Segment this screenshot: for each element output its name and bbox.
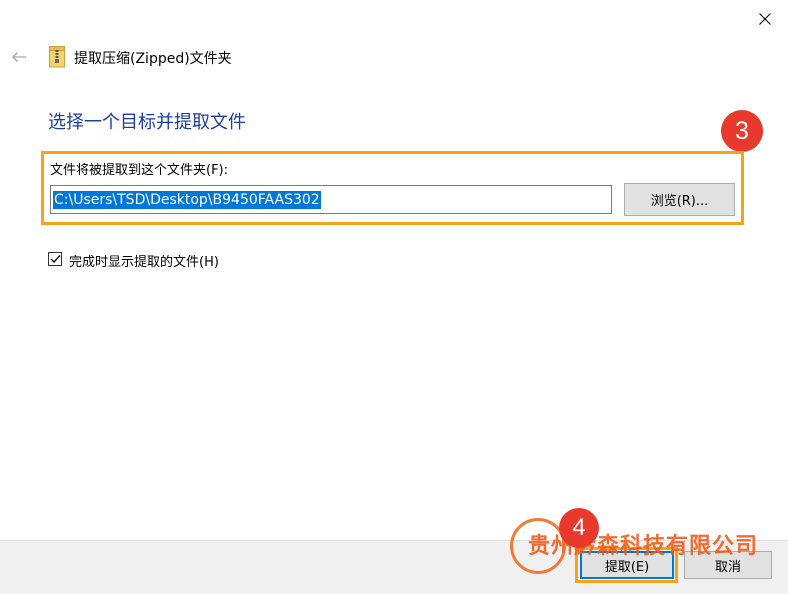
zip-folder-icon — [49, 46, 65, 68]
close-icon — [759, 13, 771, 25]
step-3-badge: 3 — [721, 110, 763, 152]
destination-path-input[interactable]: C:\Users\TSD\Desktop\B9450FAAS302 — [50, 185, 612, 214]
destination-path-text: C:\Users\TSD\Desktop\B9450FAAS302 — [53, 190, 321, 209]
destination-highlight — [41, 151, 744, 225]
extract-highlight — [575, 547, 678, 583]
extract-button[interactable]: 提取(E) — [580, 551, 674, 579]
cancel-button[interactable]: 取消 — [684, 551, 772, 579]
browse-button[interactable]: 浏览(R)... — [624, 183, 735, 216]
destination-label: 文件将被提取到这个文件夹(F): — [50, 163, 229, 178]
window-title: 提取压缩(Zipped)文件夹 — [74, 51, 232, 67]
show-extracted-checkbox[interactable] — [48, 252, 62, 266]
show-extracted-label[interactable]: 完成时显示提取的文件(H) — [69, 255, 219, 270]
back-button[interactable] — [4, 40, 34, 74]
close-button[interactable] — [742, 0, 788, 38]
back-arrow-icon — [12, 52, 26, 62]
checkmark-icon — [50, 255, 61, 264]
step-4-badge: 4 — [559, 508, 599, 548]
page-heading: 选择一个目标并提取文件 — [48, 112, 246, 133]
